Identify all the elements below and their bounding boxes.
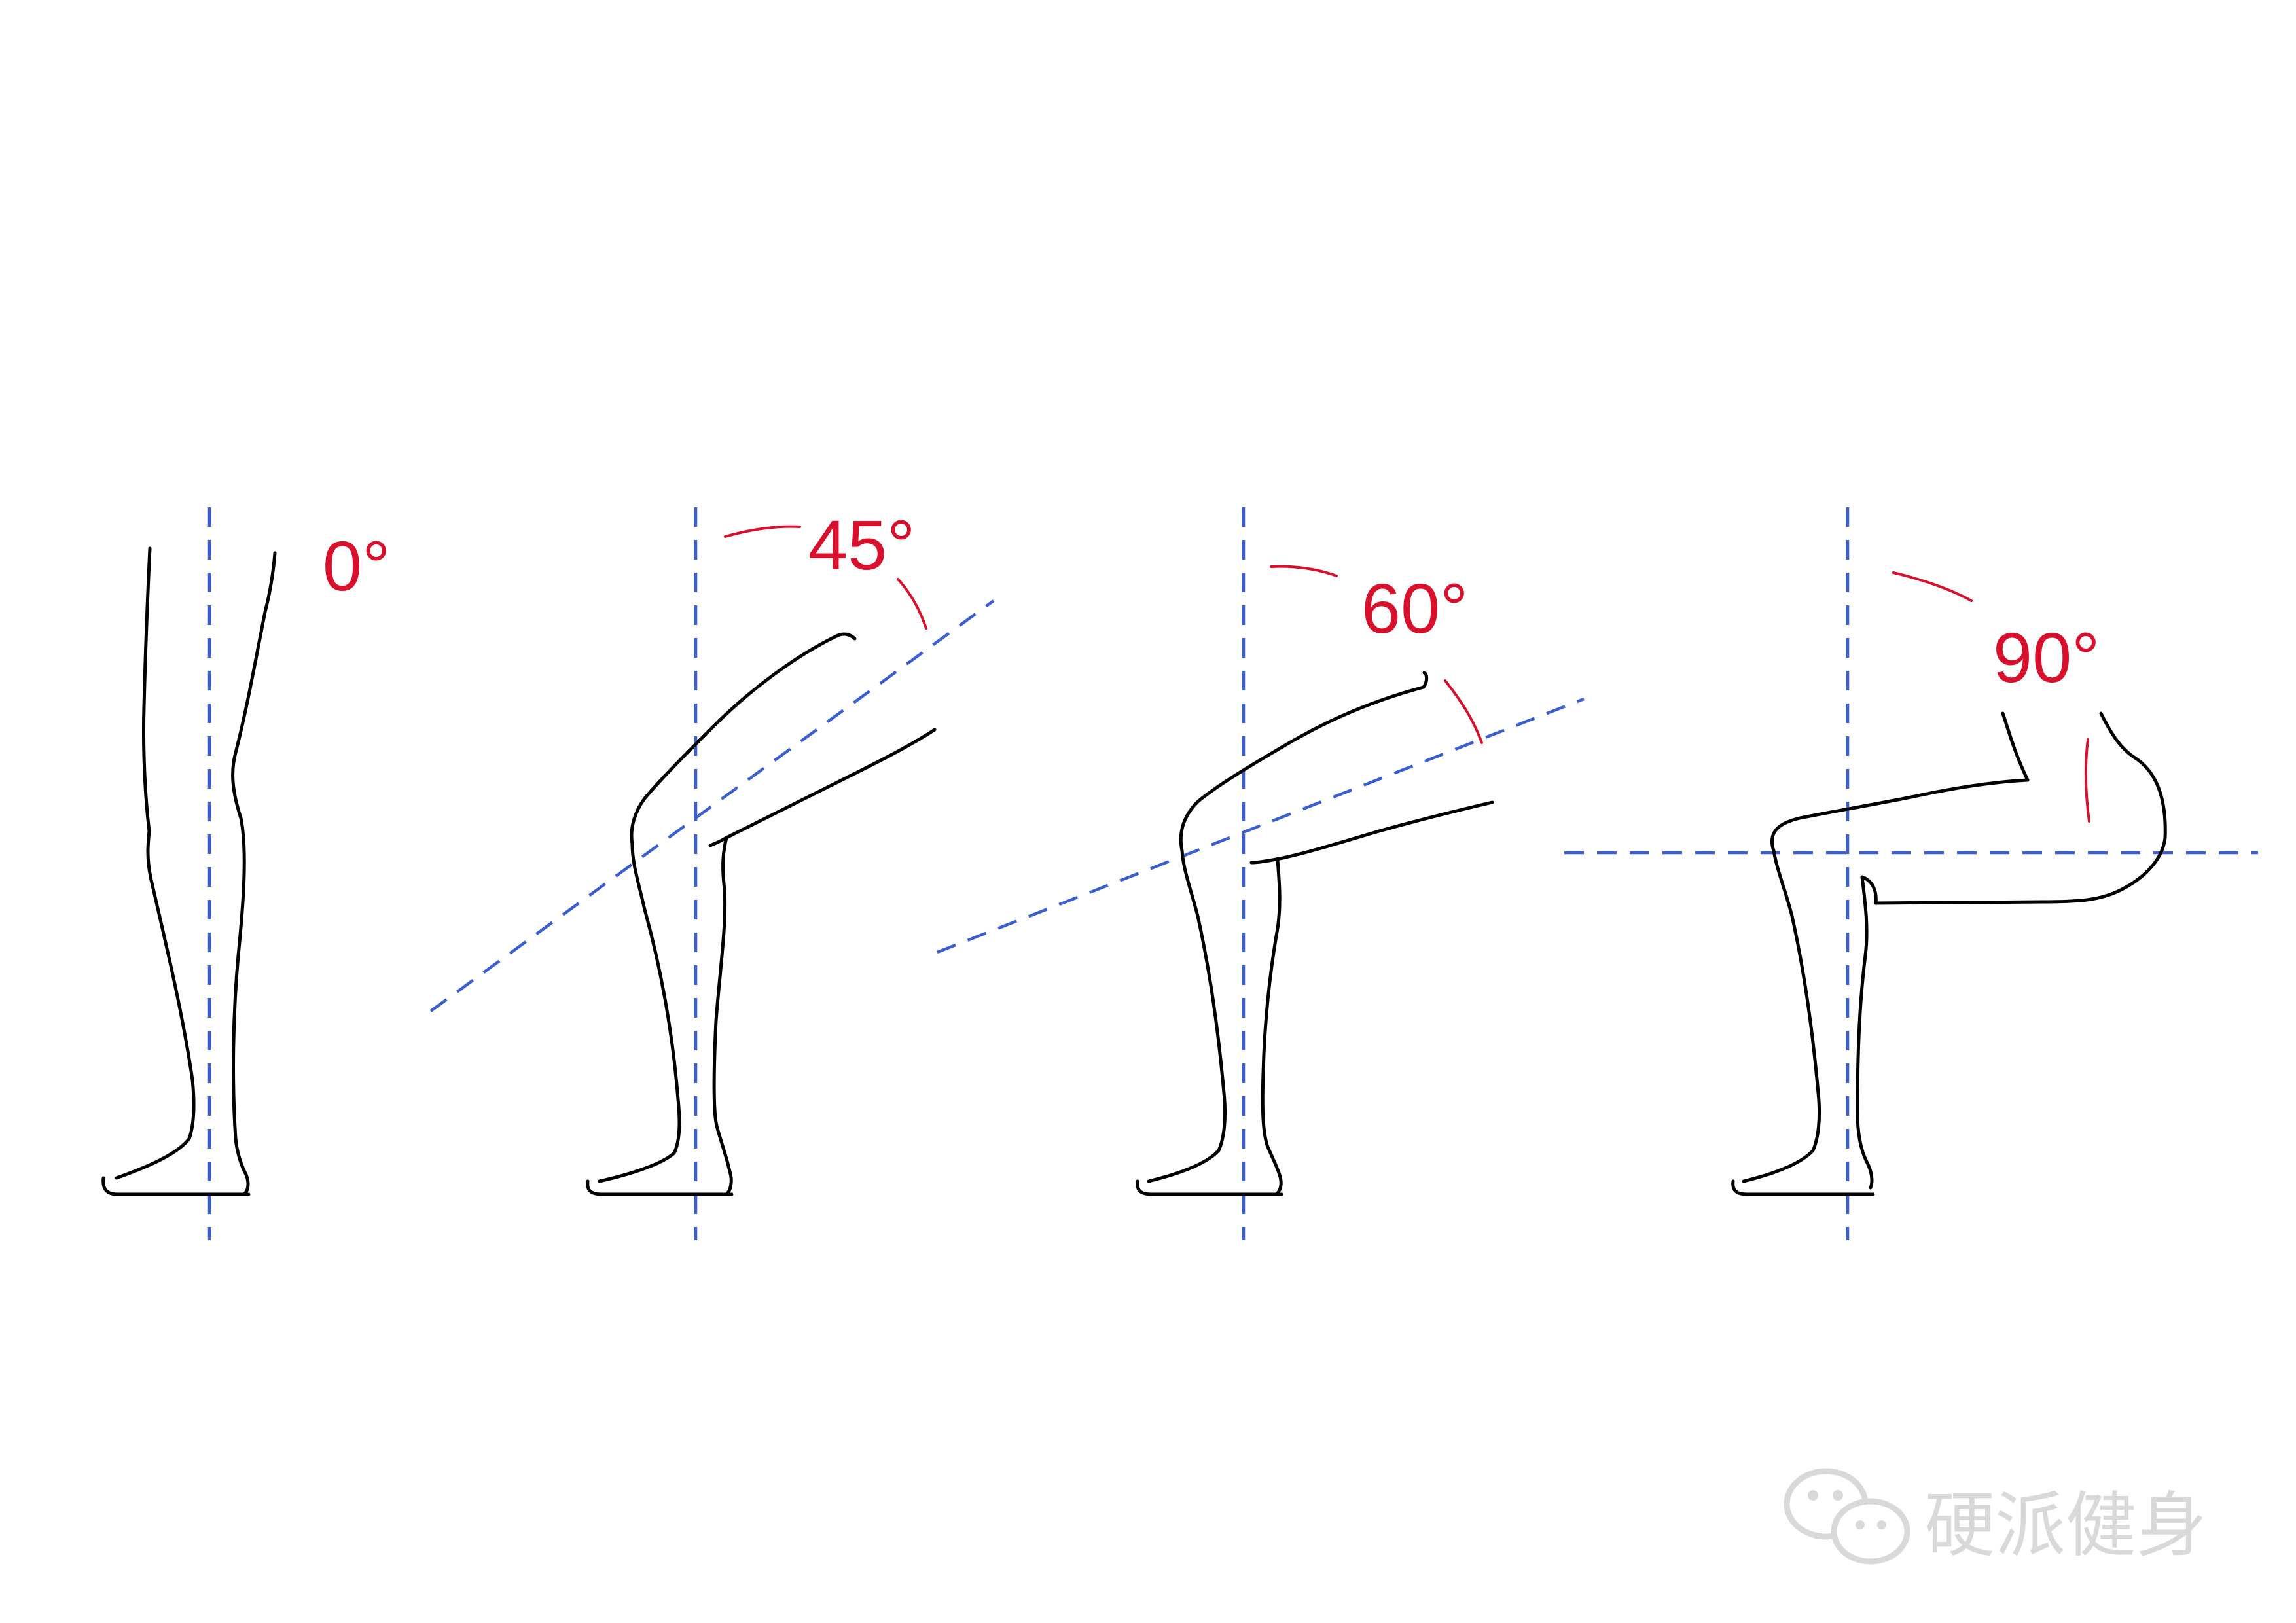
leg-outline-front [1261, 859, 1282, 1177]
figure-45-degree: 45° [429, 505, 995, 1240]
watermark: 硬派健身 [1784, 1468, 2207, 1567]
leg-outline-back [115, 546, 196, 1180]
figure-0-degree: 0° [101, 507, 390, 1240]
thigh-cut [1422, 671, 1429, 689]
angle-arc-right [1444, 679, 1483, 744]
thigh-outline-top [1770, 778, 2030, 853]
figure-60-degree: 60° [937, 507, 1585, 1240]
foot-sole [1731, 1179, 1875, 1196]
watermark-text: 硬派健身 [1924, 1485, 2207, 1567]
leg-outline-back [1742, 849, 1821, 1183]
angle-arc-upper [1892, 571, 1973, 602]
leg-outline-front [231, 551, 277, 1177]
thigh-outline-top [1179, 685, 1426, 853]
angle-label-90: 90° [1993, 618, 2100, 697]
thigh-axis-line [429, 599, 995, 1012]
heel [242, 1173, 250, 1196]
heel [1274, 1173, 1283, 1196]
leg-outline-back [598, 842, 681, 1183]
leg-outline-front [712, 836, 732, 1173]
angle-label-45: 45° [808, 505, 915, 584]
figure-90-degree: 90° [1564, 507, 2258, 1240]
leg-outline-back [1147, 849, 1227, 1183]
thigh-cut-back [2001, 711, 2030, 782]
leg-outline-front [1856, 875, 1878, 1190]
angle-label-60: 60° [1361, 569, 1468, 648]
angle-arc-upper [1270, 565, 1338, 577]
foot-sole [101, 1176, 251, 1196]
foot-sole [1136, 1179, 1283, 1196]
thigh-outline-top [630, 634, 838, 846]
thigh-outline-bottom [1249, 800, 1494, 865]
heel [725, 1169, 733, 1196]
angle-arc-right [2084, 738, 2090, 823]
thigh-axis-line [937, 697, 1585, 954]
angle-label-0: 0° [323, 526, 390, 605]
angle-arc-upper [724, 525, 801, 538]
angle-arc-right [897, 578, 927, 630]
buttock-curve [1874, 711, 2167, 905]
thigh-cut [834, 632, 857, 641]
thigh-outline-bottom [708, 728, 937, 847]
foot-sole [586, 1179, 734, 1196]
wechat-icon [1784, 1468, 1910, 1565]
